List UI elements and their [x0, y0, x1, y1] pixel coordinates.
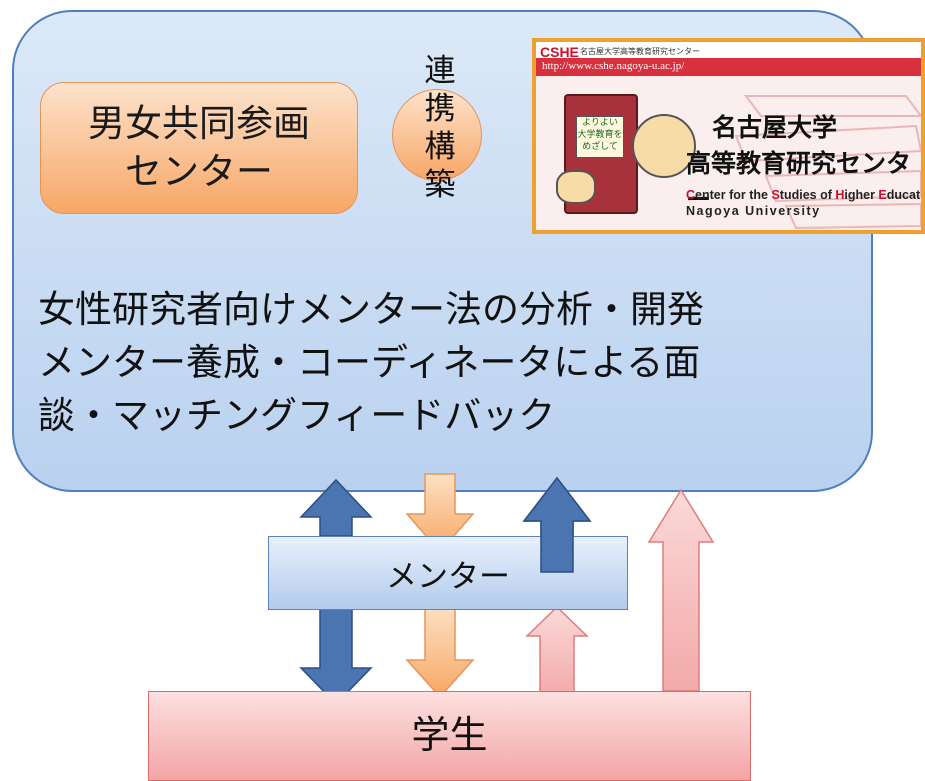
cooperation-label: 連 携 構 築	[420, 52, 460, 204]
pink-arrow-short	[525, 605, 589, 698]
cshe-logo-banner: CSHE 名古屋大学高等教育研究センター http://www.cshe.nag…	[532, 38, 925, 234]
research-description: 女性研究者向けメンター法の分析・開発 メンター養成・コーディネータによる面 談・…	[38, 283, 858, 442]
book-label-line: よりよい	[582, 118, 618, 128]
blue-arrow-student-up-overlay	[522, 476, 592, 573]
book-label: よりよい 大学教育を めざして	[576, 116, 624, 158]
orange-arrow-to-mentor	[405, 473, 475, 554]
logo-en-part: igher	[844, 188, 879, 202]
cooperation-char: 連	[424, 53, 456, 89]
cooperation-char: 携	[424, 91, 456, 127]
blue-arrow-mentor-down	[299, 605, 373, 706]
cooperation-char: 構	[424, 129, 456, 165]
description-line: 談・マッチングフィードバック	[38, 394, 556, 437]
orange-arrow-to-student	[405, 605, 475, 699]
logo-url-band	[536, 58, 921, 76]
logo-center-name: 高等教育研究センター	[686, 149, 912, 214]
book-label-line: 大学教育を	[577, 130, 623, 140]
mascot-hand	[556, 170, 596, 204]
logo-en-initial: C	[686, 188, 696, 202]
logo-university-name: 名古屋大学	[712, 113, 838, 142]
logo-en-part: ducation,	[886, 188, 924, 202]
gender-equality-center-box: 男女共同参画 センター	[40, 82, 358, 214]
student-label: 学生	[411, 713, 488, 757]
logo-english-university: Nagoya University	[686, 204, 821, 218]
pink-arrow-tall	[647, 488, 715, 692]
mentor-label: メンター	[386, 558, 510, 595]
student-box: 学生	[148, 691, 751, 781]
mascot-face	[632, 114, 696, 178]
description-line: 女性研究者向けメンター法の分析・開発	[38, 288, 704, 331]
logo-en-initial: E	[878, 188, 887, 202]
cooperation-oval	[392, 89, 482, 181]
center-name-line2: センター	[125, 150, 273, 193]
center-name-line1: 男女共同参画	[88, 102, 310, 145]
logo-en-part: tudies of	[779, 188, 836, 202]
logo-url: http://www.cshe.nagoya-u.ac.jp/	[542, 60, 685, 72]
logo-en-initial: S	[771, 188, 780, 202]
description-line: メンター養成・コーディネータによる面	[38, 341, 701, 384]
book-label-line: めざして	[582, 142, 618, 152]
logo-english-name: Center for the Studies of Higher Educati…	[686, 188, 924, 202]
blue-arrow-mentor-up	[299, 478, 373, 537]
logo-small-title: 名古屋大学高等教育研究センター	[580, 47, 700, 56]
logo-en-initial: H	[835, 188, 845, 202]
logo-en-part: enter for the	[695, 188, 772, 202]
logo-abbr: CSHE	[540, 44, 579, 60]
cooperation-char: 築	[424, 167, 456, 203]
logo-books-watermark	[734, 95, 921, 230]
